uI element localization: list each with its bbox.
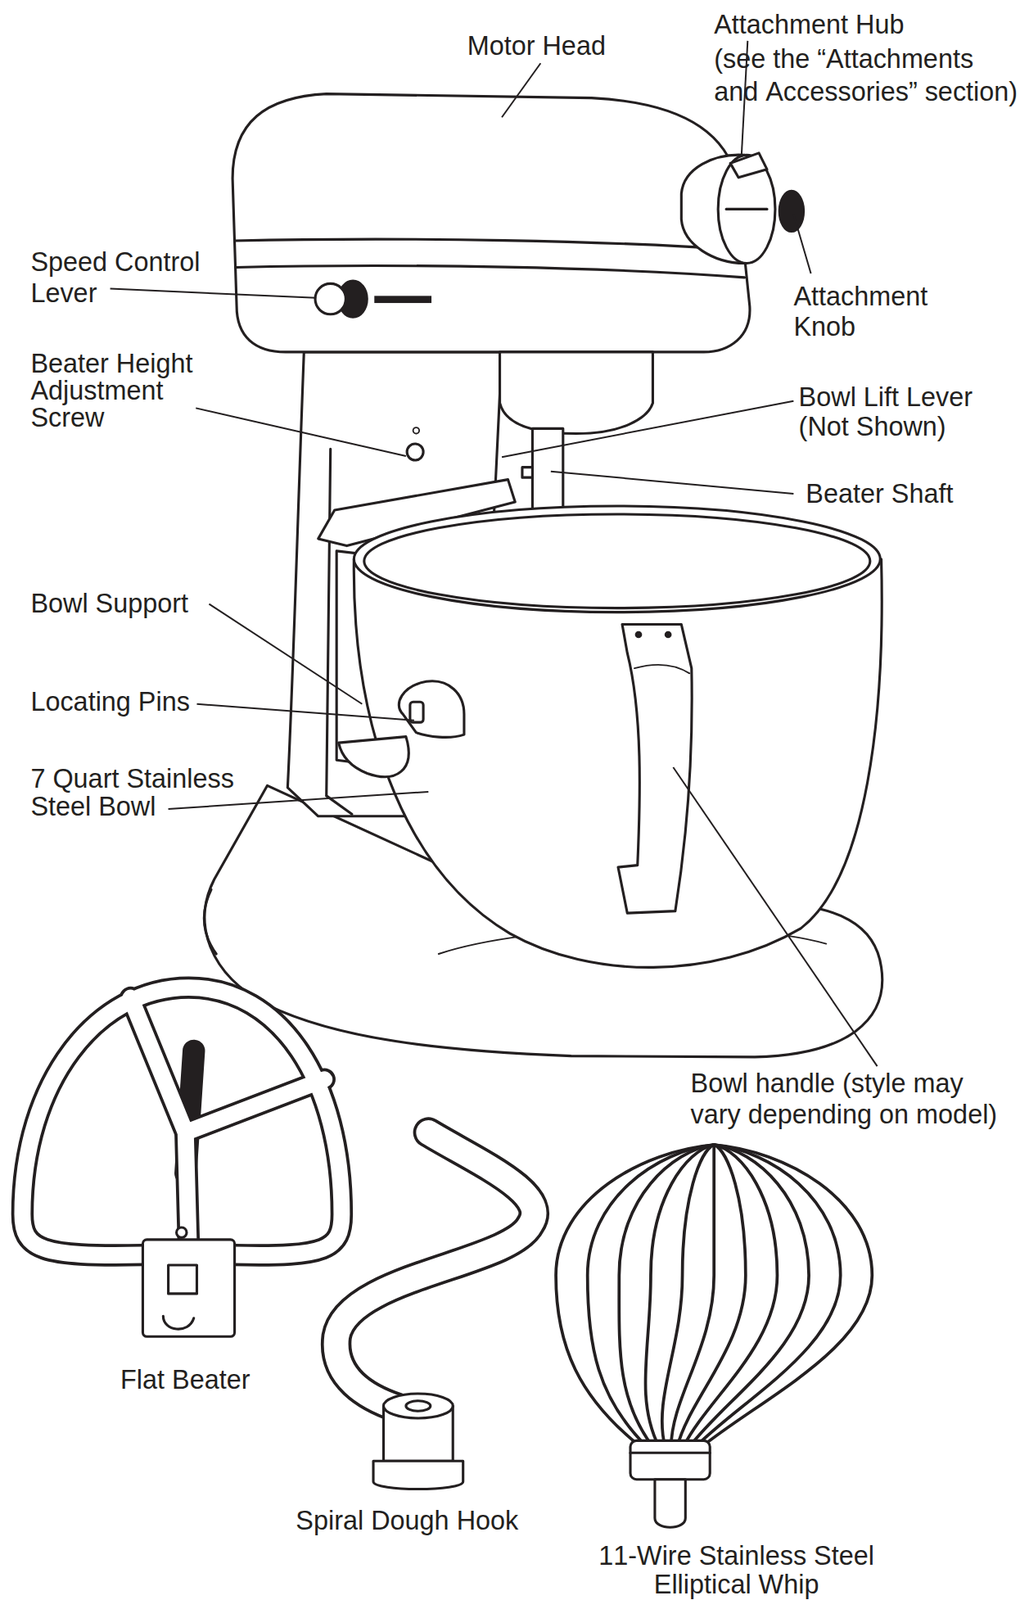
part-label: Bowl Lift Lever (Not Shown) bbox=[798, 382, 1003, 442]
whip-wire bbox=[618, 1144, 714, 1447]
handle-rivet bbox=[636, 631, 641, 637]
base-edge bbox=[203, 889, 217, 954]
leader-line bbox=[195, 407, 407, 456]
part-label: Bowl handle (style may vary depending on… bbox=[690, 1068, 1010, 1130]
head-band bbox=[236, 266, 745, 278]
hub-notch bbox=[162, 1315, 194, 1329]
bowl-rim bbox=[353, 505, 881, 613]
whip-wire bbox=[701, 1144, 872, 1447]
attachment-knob bbox=[779, 190, 804, 232]
leader-line bbox=[550, 471, 795, 494]
leader-line bbox=[501, 63, 541, 118]
leader-line bbox=[793, 214, 811, 274]
leader-line bbox=[501, 401, 794, 458]
dough-hook-flange bbox=[373, 1460, 464, 1489]
part-label: 7 Quart Stainless Steel Bowl bbox=[30, 765, 260, 821]
flat-beater-hub bbox=[142, 1239, 235, 1336]
whip-collar bbox=[630, 1439, 710, 1479]
part-label: 11-Wire Stainless Steel Elliptical Whip bbox=[588, 1541, 885, 1599]
leader-line bbox=[196, 704, 414, 721]
pin-bracket bbox=[398, 681, 465, 738]
flat-beater-frame bbox=[22, 987, 342, 1255]
whip-wire bbox=[555, 1144, 714, 1447]
motor-head bbox=[232, 94, 750, 353]
part-label: Attachment Knob bbox=[793, 280, 967, 343]
collar-top bbox=[383, 1393, 453, 1418]
part-label: Motor Head bbox=[467, 30, 606, 61]
head-band bbox=[234, 239, 742, 250]
collar-band bbox=[630, 1451, 710, 1454]
flat-beater-rib bbox=[185, 1078, 325, 1133]
leader-line bbox=[110, 288, 317, 298]
dough-hook-inner bbox=[336, 1132, 535, 1408]
part-label: Speed Control Lever bbox=[30, 247, 225, 309]
part-label: Locating Pins bbox=[30, 686, 190, 718]
bowl-handle bbox=[618, 624, 692, 914]
hub-hole bbox=[176, 1227, 187, 1237]
part-label: Beater Height Adjustment Screw bbox=[30, 349, 220, 431]
whip-hook bbox=[654, 1479, 686, 1528]
shaft-pin bbox=[522, 467, 533, 478]
part-label: Spiral Dough Hook bbox=[295, 1504, 519, 1535]
flat-beater-frame-inner bbox=[22, 987, 342, 1255]
leader-line bbox=[168, 791, 429, 809]
whip-wires bbox=[555, 1144, 872, 1447]
part-label: Bowl Support bbox=[30, 587, 189, 619]
locating-pin bbox=[410, 701, 424, 723]
flat-beater-rib bbox=[130, 997, 189, 1246]
part-label: (see the “Attachments and Accessories” s… bbox=[713, 42, 1020, 109]
hub-square bbox=[168, 1264, 198, 1294]
pin-cup bbox=[338, 736, 409, 777]
whip-wire bbox=[587, 1144, 715, 1447]
handle-contour bbox=[634, 664, 690, 673]
leader-line bbox=[672, 767, 877, 1066]
hub-slot bbox=[726, 207, 768, 211]
dough-hook bbox=[336, 1132, 535, 1408]
handle-rivet bbox=[665, 631, 671, 637]
whip-wire bbox=[676, 1144, 745, 1447]
bowl-rim-inner bbox=[364, 514, 871, 609]
beater-housing bbox=[500, 352, 654, 434]
hub-latch bbox=[730, 153, 768, 178]
leader-lines bbox=[110, 40, 878, 1066]
speed-slot bbox=[375, 297, 431, 303]
flat-beater-rib-inner bbox=[130, 997, 189, 1246]
part-label: Flat Beater bbox=[120, 1363, 250, 1395]
whip-wire bbox=[662, 1144, 714, 1447]
part-label: Beater Shaft bbox=[805, 478, 953, 509]
leader-line bbox=[208, 604, 362, 705]
speed-lever-knob bbox=[315, 283, 346, 314]
height-screw bbox=[406, 443, 424, 461]
collar-hole bbox=[406, 1400, 431, 1411]
mixing-bowl bbox=[353, 559, 882, 968]
flat-beater-rib-inner bbox=[185, 1078, 325, 1133]
beater-shaft bbox=[532, 428, 563, 510]
part-label: Attachment Hub bbox=[713, 9, 904, 40]
whip-wire bbox=[671, 1144, 714, 1447]
whip-wire bbox=[645, 1144, 714, 1447]
screw-hole bbox=[413, 427, 420, 434]
